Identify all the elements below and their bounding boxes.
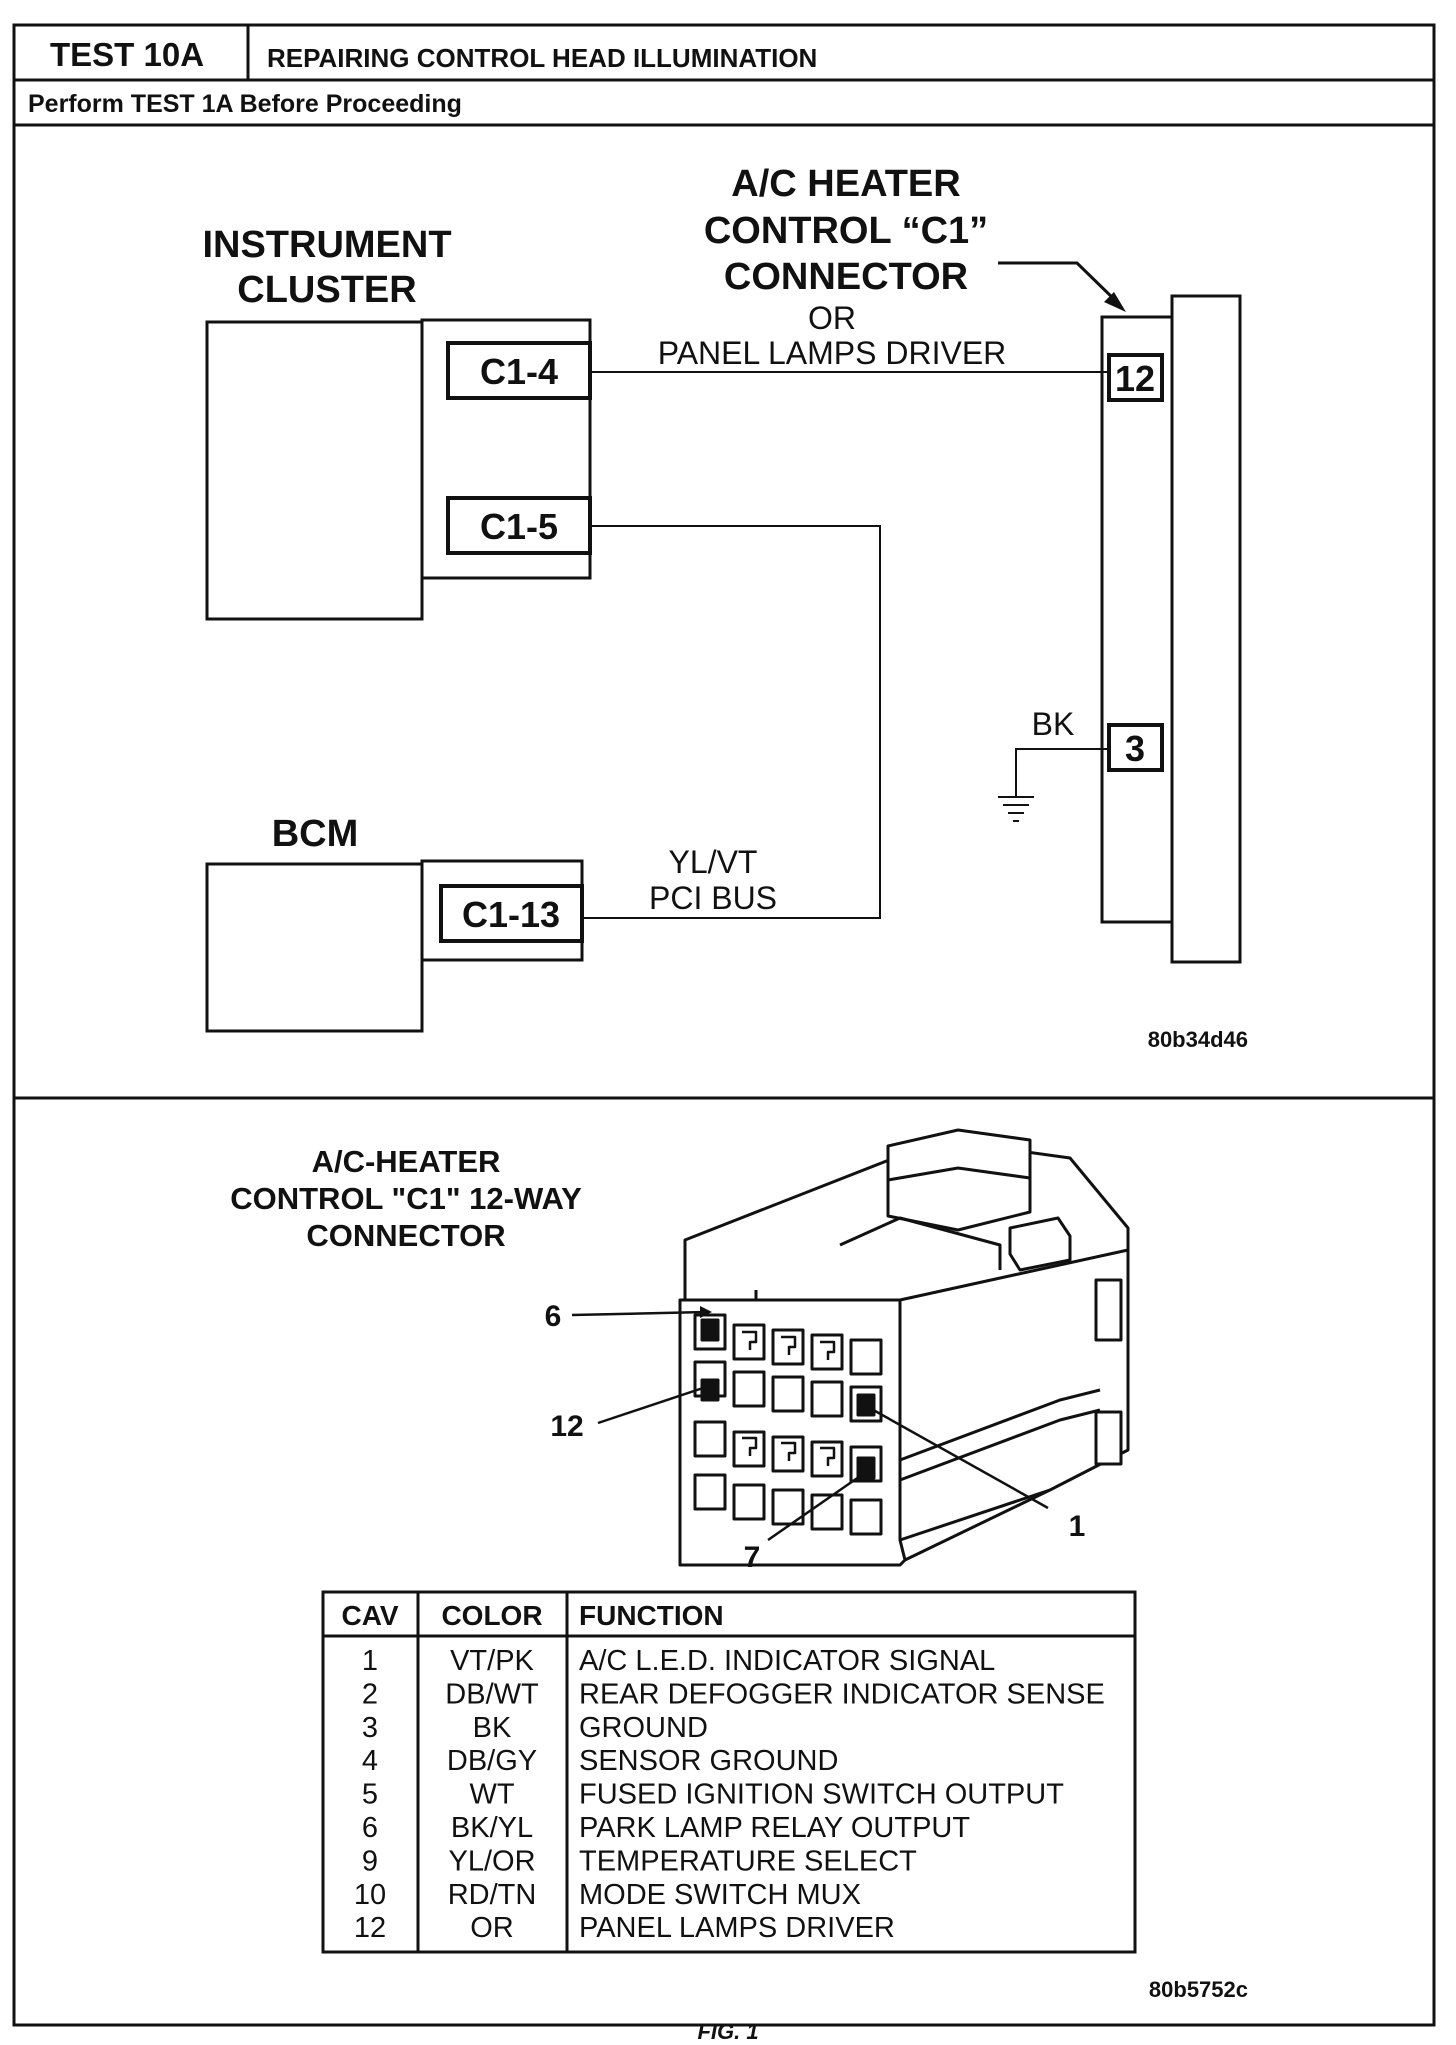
callout-1: 1	[1069, 1510, 1086, 1543]
connector-figure-code: 80b5752c	[1149, 1977, 1248, 2002]
prerequisite-note: Perform TEST 1A Before Proceeding	[28, 90, 462, 118]
table-cell-function: TEMPERATURE SELECT	[579, 1845, 917, 1877]
schematic-figure-code: 80b34d46	[1148, 1027, 1248, 1052]
instrument-cluster-label-2: CLUSTER	[237, 269, 416, 311]
pin-12: 12	[1115, 358, 1155, 399]
table-cell-color: DB/GY	[447, 1745, 537, 1777]
ac-heater-label-2: CONTROL “C1”	[704, 210, 988, 252]
table-cell-cav: 1	[362, 1645, 378, 1677]
test-id: TEST 10A	[50, 36, 204, 73]
instrument-cluster-label-1: INSTRUMENT	[202, 224, 451, 266]
table-cell-color: BK/YL	[451, 1812, 533, 1844]
page-frame	[12, 23, 1436, 2027]
wire-panel-lamps-driver: PANEL LAMPS DRIVER	[658, 335, 1007, 371]
pin-c1-13: C1-13	[462, 894, 560, 935]
ground-wire	[1015, 748, 1109, 796]
table-row: 5 WT FUSED IGNITION SWITCH OUTPUT	[362, 1779, 1064, 1811]
figure-caption: FIG. 1	[697, 2019, 758, 2040]
table-cell-function: REAR DEFOGGER INDICATOR SENSE	[579, 1678, 1105, 1710]
callout-arrow-6	[700, 1306, 712, 1318]
connector-title-3: CONNECTOR	[306, 1218, 505, 1253]
test-title: REPAIRING CONTROL HEAD ILLUMINATION	[267, 43, 817, 73]
table-cell-function: FUSED IGNITION SWITCH OUTPUT	[579, 1779, 1064, 1811]
table-cell-function: GROUND	[579, 1712, 708, 1744]
table-cell-function: MODE SWITCH MUX	[579, 1879, 861, 1911]
table-cell-color: YL/OR	[448, 1845, 535, 1877]
bcm-box	[205, 862, 424, 1033]
ac-heater-module	[1170, 294, 1242, 964]
ac-heater-connector	[1100, 315, 1174, 924]
cavity-table: CAV COLOR FUNCTION 1 VT/PK A/C L.E.D. INDI…	[321, 1590, 1137, 1954]
table-cell-cav: 9	[362, 1845, 378, 1877]
pin-c1-5: C1-5	[480, 506, 558, 547]
table-cell-cav: 12	[354, 1912, 386, 1944]
callout-line-6	[571, 1310, 707, 1317]
wire-pci-bus: PCI BUS	[649, 880, 777, 916]
table-cell-function: PARK LAMP RELAY OUTPUT	[579, 1812, 970, 1844]
table-row: 9 YL/OR TEMPERATURE SELECT	[362, 1845, 917, 1877]
table-row: 12 OR PANEL LAMPS DRIVER	[354, 1912, 895, 1944]
connector-title-2: CONTROL "C1" 12-WAY	[230, 1181, 582, 1216]
table-cell-color: OR	[470, 1912, 514, 1944]
wire-color-or: OR	[808, 300, 856, 336]
table-cell-color: WT	[469, 1779, 514, 1811]
callout-line-7	[767, 1470, 867, 1542]
wire-color-yl-vt: YL/VT	[669, 844, 758, 880]
connector-leader-line	[998, 261, 1120, 305]
table-row: 3 BK GROUND	[362, 1712, 708, 1744]
table-cell-cav: 4	[362, 1745, 378, 1777]
table-cell-color: RD/TN	[448, 1879, 537, 1911]
callout-line-1	[867, 1405, 1049, 1510]
table-row: 2 DB/WT REAR DEFOGGER INDICATOR SENSE	[362, 1678, 1105, 1710]
table-cell-color: VT/PK	[450, 1645, 534, 1677]
table-cell-cav: 2	[362, 1678, 378, 1710]
ac-heater-label-1: A/C HEATER	[731, 163, 960, 205]
pin-c1-13-box	[439, 884, 584, 943]
callout-line-12	[597, 1385, 707, 1425]
connector-12-way-illustration	[678, 1128, 1130, 1567]
pin-3: 3	[1125, 728, 1145, 769]
table-header-function: FUNCTION	[579, 1600, 724, 1631]
wire-color-bk: BK	[1032, 706, 1075, 742]
ac-heater-label-3: CONNECTOR	[724, 256, 968, 298]
table-header-cav: CAV	[341, 1600, 398, 1631]
connector-title-1: A/C-HEATER	[312, 1144, 501, 1179]
callout-6: 6	[545, 1300, 562, 1333]
table-row: 6 BK/YL PARK LAMP RELAY OUTPUT	[362, 1812, 970, 1844]
table-row: 1 VT/PK A/C L.E.D. INDICATOR SIGNAL	[362, 1645, 995, 1677]
table-cell-function: PANEL LAMPS DRIVER	[579, 1912, 895, 1944]
instrument-cluster-box	[205, 320, 424, 621]
connector-leader-arrow	[1104, 292, 1126, 312]
table-cell-cav: 3	[362, 1712, 378, 1744]
table-row: 10 RD/TN MODE SWITCH MUX	[354, 1879, 861, 1911]
table-cell-function: A/C L.E.D. INDICATOR SIGNAL	[579, 1645, 995, 1677]
table-cell-function: SENSOR GROUND	[579, 1745, 838, 1777]
pin-12-box	[1107, 353, 1164, 402]
pin-c1-4: C1-4	[480, 351, 558, 392]
table-header-color: COLOR	[441, 1600, 542, 1631]
callout-12: 12	[550, 1410, 583, 1443]
table-cell-color: DB/WT	[445, 1678, 539, 1710]
pci-bus-wire	[582, 525, 881, 919]
bcm-label: BCM	[272, 813, 359, 855]
table-cell-cav: 6	[362, 1812, 378, 1844]
ground-symbol-icon	[998, 796, 1034, 822]
pin-c1-4-box	[446, 341, 592, 400]
table-cell-cav: 10	[354, 1879, 386, 1911]
pin-3-box	[1107, 723, 1164, 772]
callout-7: 7	[744, 1541, 761, 1574]
table-row: 4 DB/GY SENSOR GROUND	[362, 1745, 838, 1777]
table-cell-cav: 5	[362, 1779, 378, 1811]
table-rows: 1 VT/PK A/C L.E.D. INDICATOR SIGNAL 2 DB/WT R…	[354, 1645, 1105, 1944]
table-cell-color: BK	[473, 1712, 512, 1744]
